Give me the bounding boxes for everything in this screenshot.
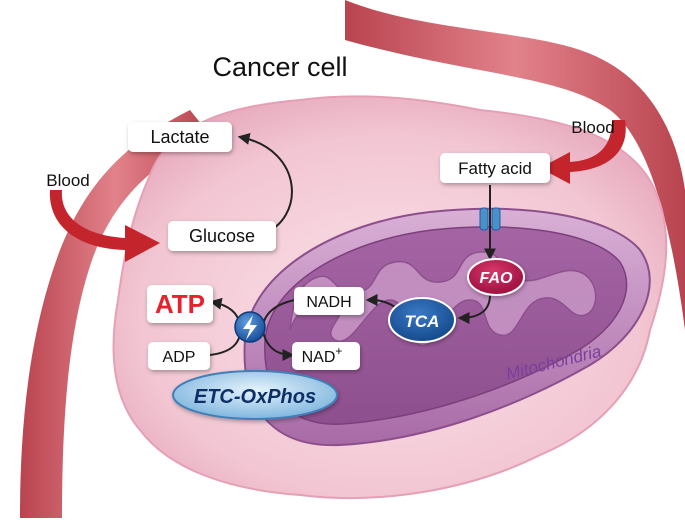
- electron-transport-bolt: [234, 311, 266, 343]
- blood-arrow-left: [49, 190, 160, 262]
- blood-vessel-right: [345, 0, 685, 330]
- blood-vessels: [20, 0, 685, 518]
- fao-node: [467, 258, 525, 296]
- adp-box: [148, 342, 210, 370]
- fao-label: FAO: [480, 270, 513, 287]
- lactate-box: [128, 122, 232, 152]
- lightning-icon: [243, 315, 257, 340]
- etc-oxphos-node: [172, 370, 338, 420]
- atp-label: ATP: [155, 289, 205, 319]
- blood-vessel-left: [20, 110, 210, 518]
- lactate-label: Lactate: [150, 127, 209, 147]
- glucose-label: Glucose: [189, 226, 255, 246]
- nadh-box: [294, 287, 364, 315]
- glucose-box: [168, 221, 276, 251]
- nad-box: [292, 342, 360, 370]
- fao-to-tca-arrow: [457, 294, 491, 324]
- nadh-label: NADH: [306, 294, 351, 311]
- blood-arrow-right: [540, 120, 626, 184]
- nad-superscript: +: [335, 344, 342, 358]
- etc-oxphos-label: ETC-OxPhos: [194, 386, 316, 408]
- atp-box: [147, 285, 213, 323]
- tca-node: [388, 297, 456, 343]
- blood-label-right: Blood: [571, 118, 614, 137]
- tca-label: TCA: [405, 312, 440, 331]
- cancer-cell-title: Cancer cell: [212, 52, 347, 82]
- adp-label: ADP: [163, 349, 196, 366]
- nad-label: NAD+: [302, 344, 343, 366]
- mitochondrion-cristae: [289, 251, 597, 346]
- fatty-acid-transporter: [479, 207, 501, 231]
- blood-label-left: Blood: [46, 171, 89, 190]
- nadh-to-nad-arrow: [262, 299, 296, 361]
- fatty-acid-box: [440, 153, 550, 183]
- fatty-acid-label: Fatty acid: [458, 159, 532, 178]
- nad-base: NAD: [302, 349, 336, 366]
